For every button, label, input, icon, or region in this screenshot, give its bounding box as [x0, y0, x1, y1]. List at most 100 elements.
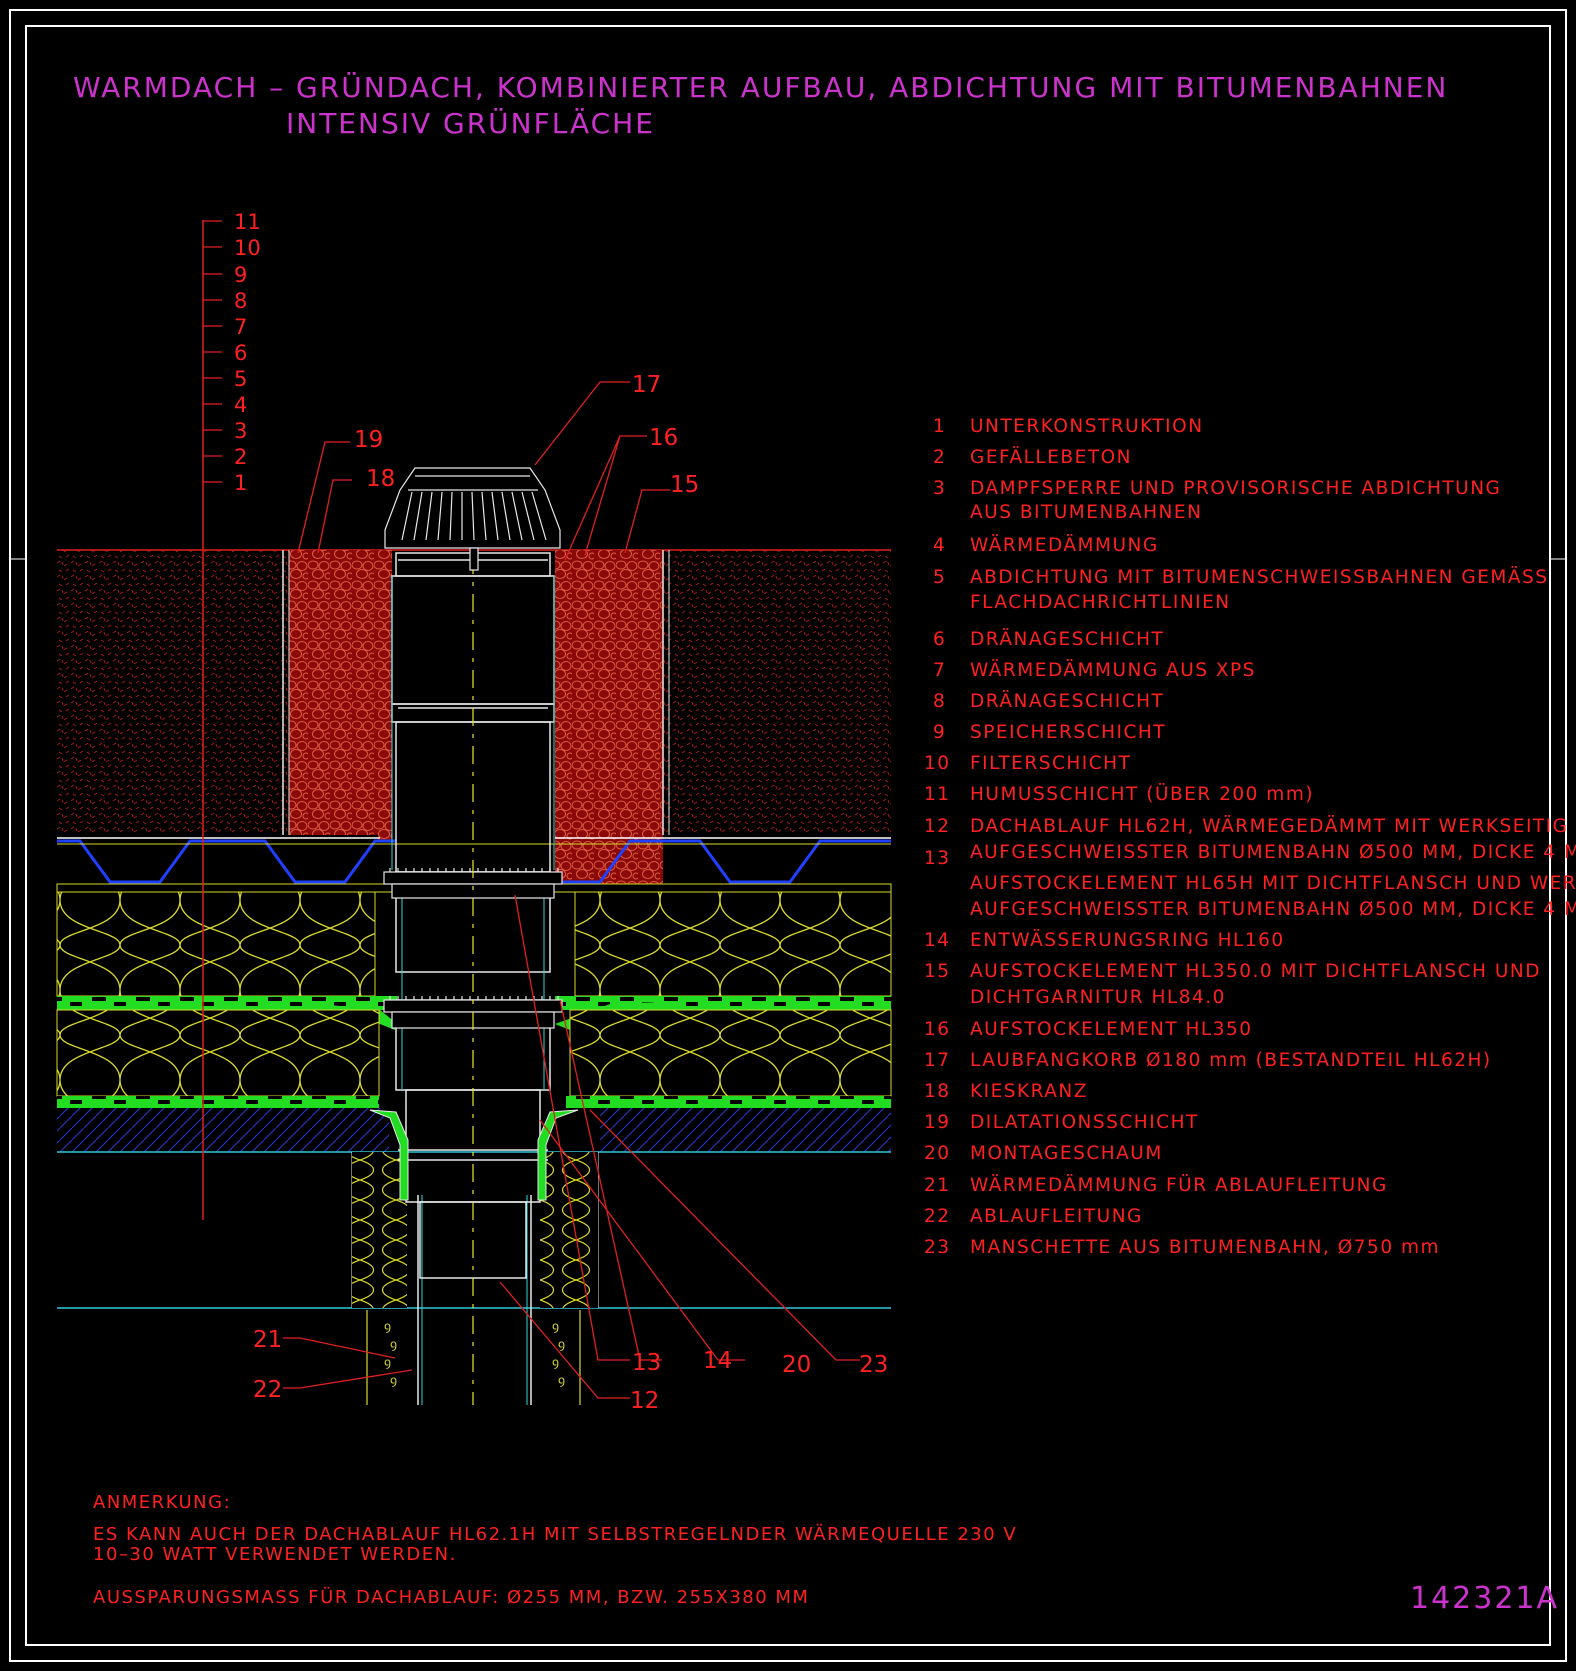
humus-layer-left — [57, 550, 289, 835]
scale-label-4: 4 — [234, 393, 247, 417]
svg-text:ꝯ: ꝯ — [384, 1355, 391, 1369]
callout-14: 14 — [703, 1348, 732, 1374]
vapour-barrier-right — [566, 1096, 891, 1108]
legend-text-12: DACHABLAUF HL62H, WÄRMEGEDÄMMT MIT WERKS… — [970, 816, 1569, 837]
svg-text:ꝯ: ꝯ — [390, 1373, 397, 1387]
legend-num-1: 1 — [933, 416, 946, 437]
scale-label-8: 8 — [234, 289, 247, 313]
layer-scale-labels: 11 10 9 8 7 6 5 4 3 2 1 — [234, 210, 261, 495]
legend-text-5a: ABDICHTUNG MIT BITUMENSCHWEISSBAHNEN GEM… — [970, 567, 1548, 588]
thermal-insulation-right — [569, 1009, 892, 1097]
callout-21: 21 — [253, 1327, 282, 1353]
legend-text-13b: AUFSTOCKELEMENT HL65H MIT DICHTFLANSCH U… — [970, 873, 1576, 894]
legend-text-1: UNTERKONSTRUKTION — [970, 416, 1204, 437]
legend-text-21: WÄRMEDÄMMUNG FÜR ABLAUFLEITUNG — [970, 1174, 1388, 1196]
legend-text-19: DILATATIONSSCHICHT — [970, 1112, 1199, 1133]
scale-label-7: 7 — [234, 315, 247, 339]
legend-num-22: 22 — [924, 1206, 951, 1227]
legend-num-2: 2 — [933, 447, 946, 468]
scale-label-6: 6 — [234, 341, 247, 365]
note-line-3: AUSSPARUNGSMASS FÜR DACHABLAUF: Ø255 MM,… — [93, 1586, 809, 1608]
vapour-barrier-left — [57, 1096, 379, 1108]
note-line-1: ES KANN AUCH DER DACHABLAUF HL62.1H MIT … — [93, 1524, 1017, 1545]
legend-text-13c: AUFGESCHWEISSTER BITUMENBAHN Ø500 MM, DI… — [970, 899, 1576, 920]
svg-text:ꝯ: ꝯ — [552, 1319, 559, 1333]
svg-text:ꝯ: ꝯ — [558, 1373, 565, 1387]
svg-text:ꝯ: ꝯ — [552, 1355, 559, 1369]
legend-num-11: 11 — [924, 784, 951, 805]
callout-numbers: 17 16 15 19 18 21 22 13 14 20 23 12 — [253, 372, 888, 1414]
legend-num-15: 15 — [924, 961, 951, 982]
title-line-1: WARMDACH – GRÜNDACH, KOMBINIERTER AUFBAU… — [73, 70, 1448, 104]
legend-text-13a: AUFGESCHWEISSTER BITUMENBAHN Ø500 MM, DI… — [970, 842, 1576, 863]
scale-label-2: 2 — [234, 445, 247, 469]
legend-text-4: WÄRMEDÄMMUNG — [970, 535, 1159, 556]
title-line-2: INTENSIV GRÜNFLÄCHE — [286, 106, 655, 140]
callout-22: 22 — [253, 1377, 282, 1403]
legend-text-20: MONTAGESCHAUM — [970, 1143, 1163, 1164]
scale-label-10: 10 — [234, 236, 261, 260]
gravel-ring-left — [289, 550, 391, 835]
svg-text:ꝯ: ꝯ — [558, 1337, 565, 1351]
pipe-insulation-left — [352, 1152, 407, 1308]
legend-num-5: 5 — [933, 567, 946, 588]
legend-text-14: ENTWÄSSERUNGSRING HL160 — [970, 930, 1285, 951]
scale-label-11: 11 — [234, 210, 261, 234]
legend-num-16: 16 — [924, 1019, 951, 1040]
legend-num-18: 18 — [924, 1081, 951, 1102]
xps-insulation-right — [574, 891, 892, 997]
legend: 1 UNTERKONSTRUKTION 2 GEFÄLLEBETON 3 DAM… — [924, 416, 1576, 1258]
legend-num-21: 21 — [924, 1175, 951, 1196]
drawing-number: 142321A — [1410, 1581, 1559, 1616]
screed-left — [57, 1108, 389, 1152]
callout-19: 19 — [354, 427, 383, 453]
legend-text-18: KIESKRANZ — [970, 1081, 1088, 1102]
gravel-ring-right — [555, 550, 663, 885]
legend-text-15b: DICHTGARNITUR HL84.0 — [970, 987, 1226, 1008]
legend-text-23: MANSCHETTE AUS BITUMENBAHN, Ø750 mm — [970, 1237, 1440, 1258]
thermal-insulation-left — [56, 1009, 380, 1097]
legend-text-22: ABLAUFLEITUNG — [970, 1206, 1143, 1227]
callout-15: 15 — [670, 472, 699, 498]
waterproofing-membrane-left — [57, 996, 397, 1010]
legend-text-8: DRÄNAGESCHICHT — [970, 691, 1164, 712]
callout-20: 20 — [782, 1352, 811, 1378]
legend-num-6: 6 — [933, 629, 946, 650]
legend-num-8: 8 — [933, 691, 946, 712]
scale-label-3: 3 — [234, 419, 247, 443]
legend-text-16: AUFSTOCKELEMENT HL350 — [970, 1019, 1253, 1040]
callout-13: 13 — [632, 1350, 661, 1376]
legend-num-9: 9 — [933, 722, 946, 743]
legend-text-5b: FLACHDACHRICHTLINIEN — [970, 592, 1231, 613]
inner-frame — [25, 25, 1551, 1646]
svg-text:ꝯ: ꝯ — [390, 1337, 397, 1351]
scale-label-1: 1 — [234, 471, 247, 495]
humus-layer-right — [663, 550, 891, 835]
svg-text:ꝯ: ꝯ — [384, 1319, 391, 1333]
scale-label-5: 5 — [234, 367, 247, 391]
legend-text-3b: AUS BITUMENBAHNEN — [970, 502, 1202, 523]
callout-16: 16 — [649, 425, 678, 451]
legend-num-14: 14 — [924, 930, 951, 951]
callout-18: 18 — [366, 466, 395, 492]
note-heading: ANMERKUNG: — [93, 1492, 231, 1513]
callout-17: 17 — [632, 372, 661, 398]
legend-num-23: 23 — [924, 1237, 951, 1258]
outer-frame — [9, 9, 1567, 1662]
legend-text-15a: AUFSTOCKELEMENT HL350.0 MIT DICHTFLANSCH… — [970, 961, 1541, 982]
legend-num-12: 12 — [924, 816, 951, 837]
legend-text-2: GEFÄLLEBETON — [970, 447, 1132, 468]
legend-text-3a: DAMPFSPERRE UND PROVISORISCHE ABDICHTUNG — [970, 478, 1501, 499]
note-block: ANMERKUNG: ES KANN AUCH DER DACHABLAUF H… — [93, 1492, 1017, 1608]
legend-num-4: 4 — [933, 535, 946, 556]
legend-text-7: WÄRMEDÄMMUNG AUS XPS — [970, 660, 1256, 681]
pipe-insulation-right — [540, 1152, 598, 1308]
legend-text-10: FILTERSCHICHT — [970, 753, 1131, 774]
legend-num-7: 7 — [933, 660, 946, 681]
legend-text-6: DRÄNAGESCHICHT — [970, 629, 1164, 650]
legend-num-13: 13 — [924, 848, 951, 869]
legend-num-10: 10 — [924, 753, 951, 774]
callout-23: 23 — [859, 1352, 888, 1378]
